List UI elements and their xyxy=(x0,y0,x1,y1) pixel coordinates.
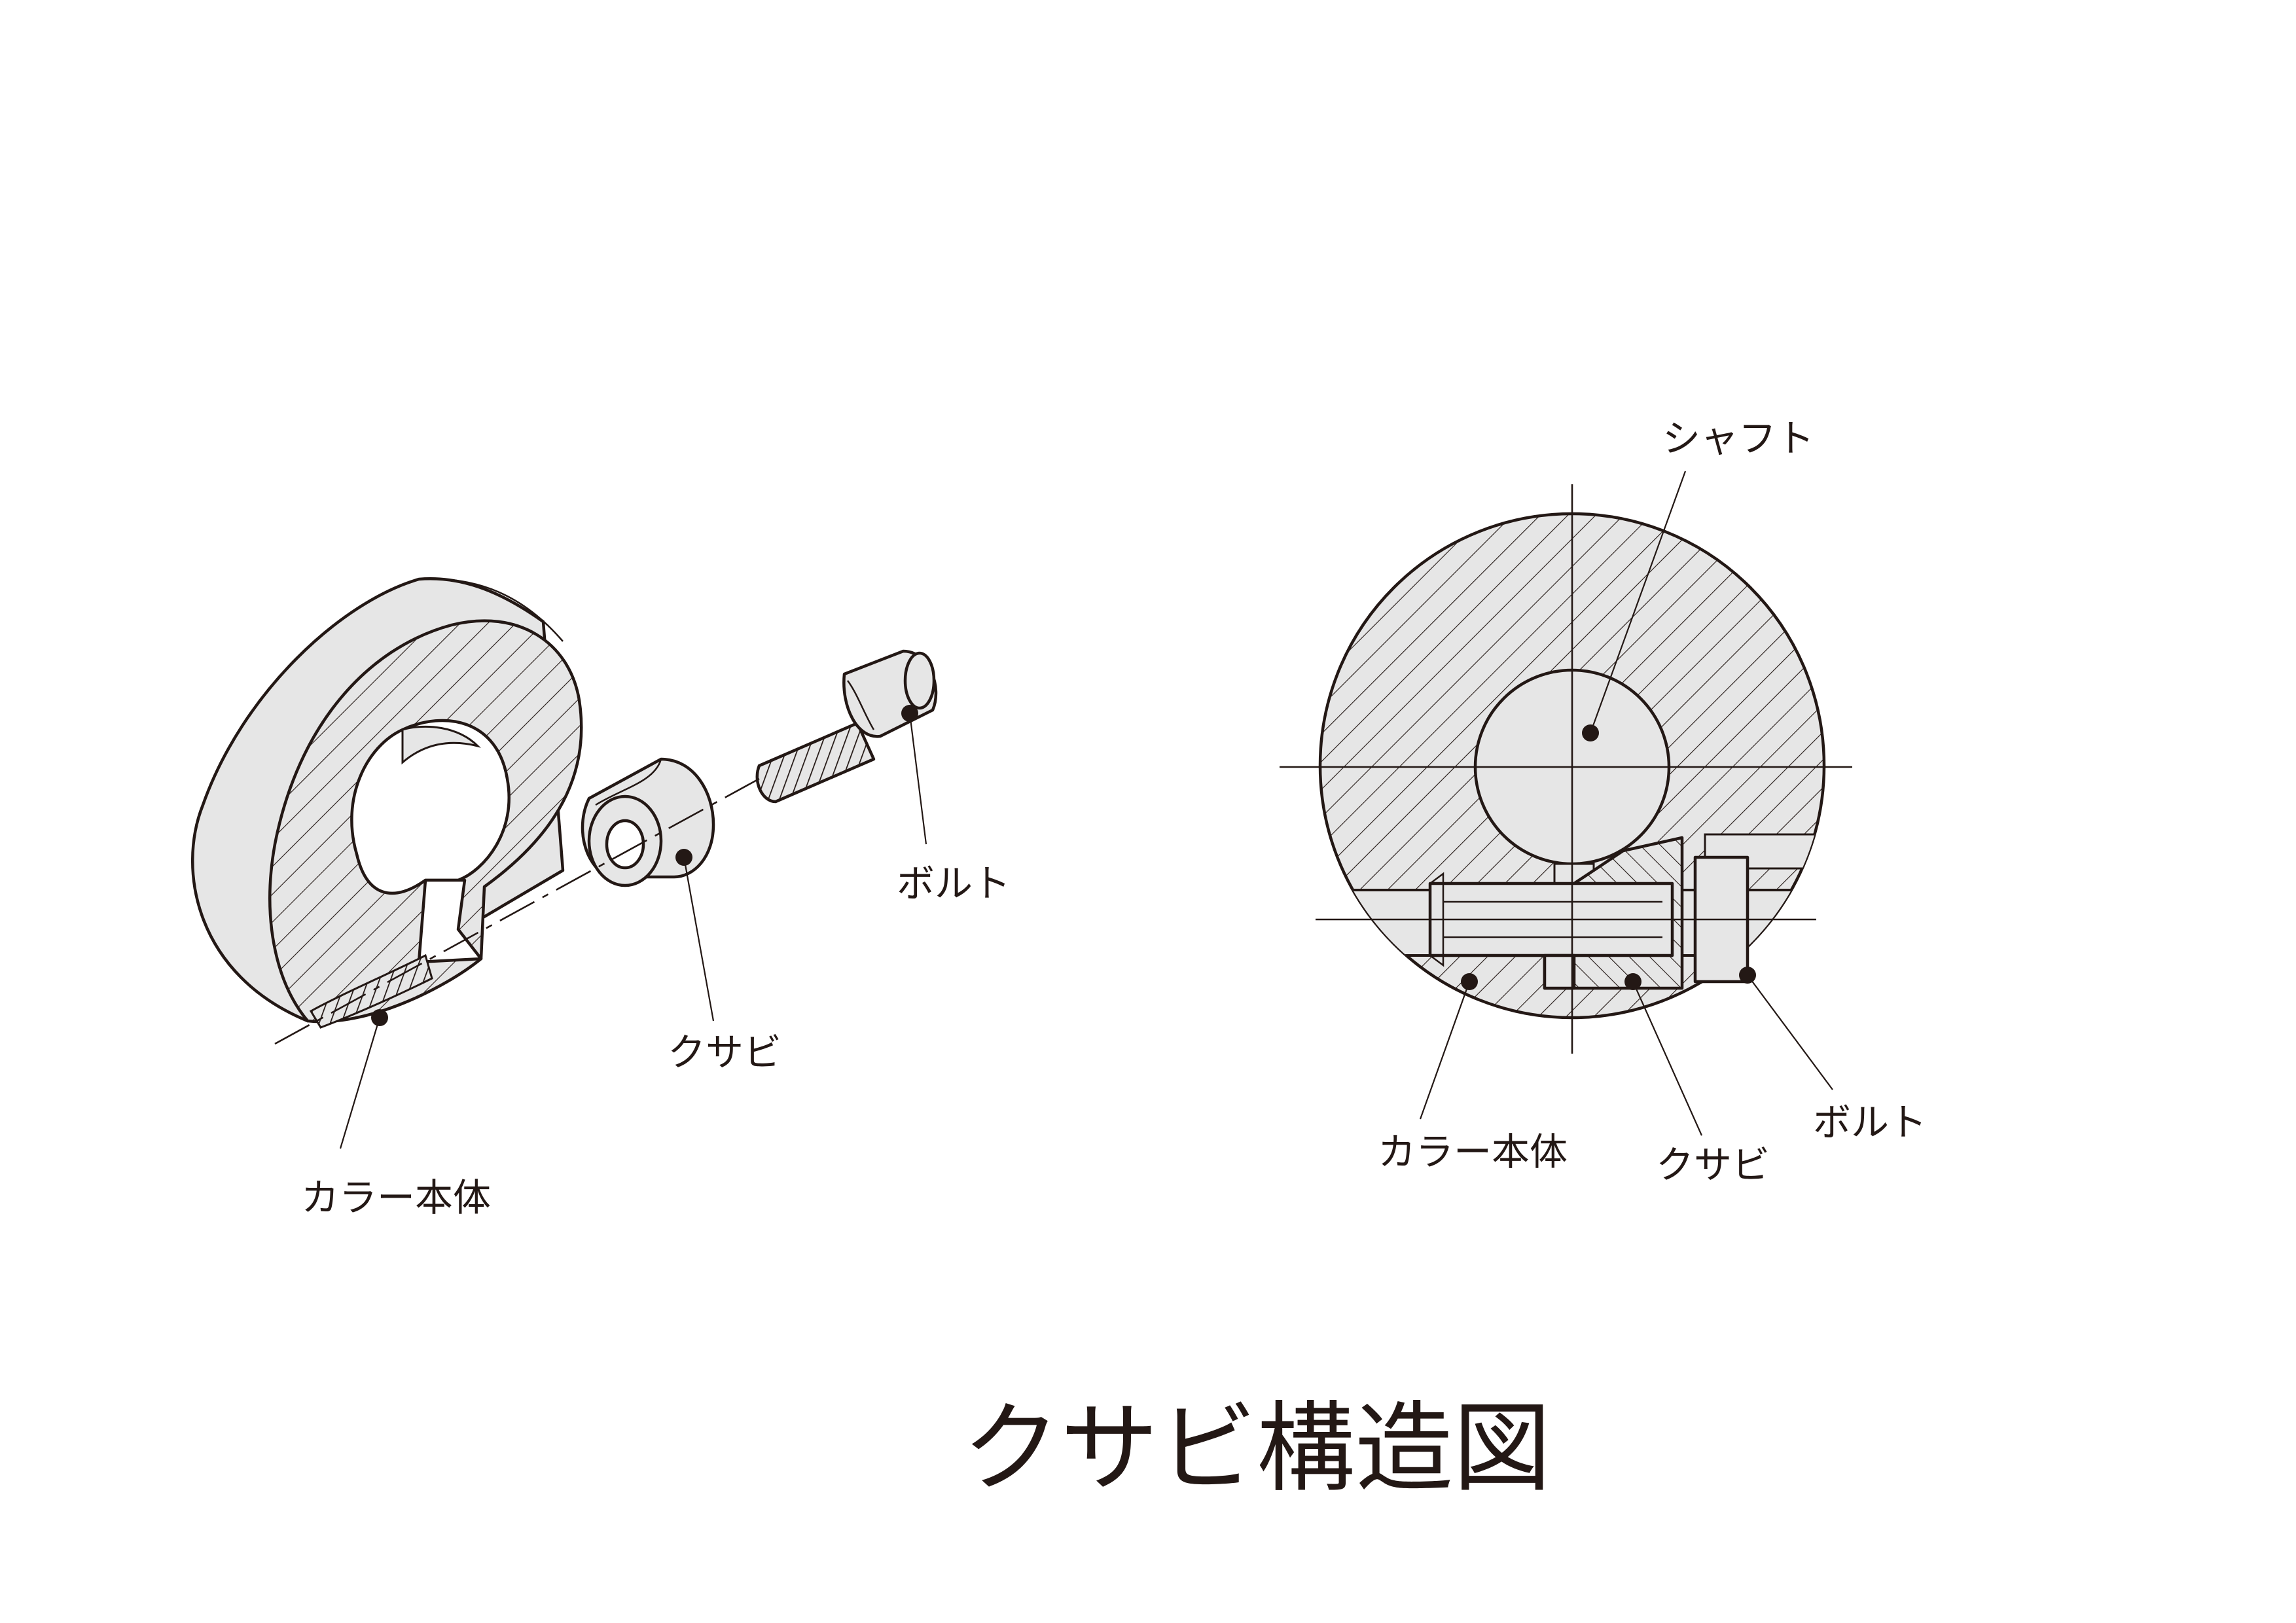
exploded-view: カラー本体 クサビ ボルト xyxy=(191,577,1011,1220)
section-view: シャフト カラー本体 クサビ ボルト xyxy=(1280,416,1927,1187)
leader-bolt-right xyxy=(1747,974,1833,1090)
dot-bolt-right xyxy=(1739,967,1756,984)
leader-shaft xyxy=(1589,471,1687,734)
dot-collar-right xyxy=(1461,973,1478,990)
label-wedge-left: クサビ xyxy=(668,1030,781,1075)
label-bolt-right: ボルト xyxy=(1813,1100,1927,1145)
wedge-3d xyxy=(581,757,715,887)
leader-bolt-left xyxy=(908,713,927,845)
leader-collar-left xyxy=(339,1017,381,1149)
bolt-3d xyxy=(755,649,938,804)
dot-shaft xyxy=(1582,724,1599,741)
dot-collar-left xyxy=(371,1009,388,1026)
collar-body-3d xyxy=(191,577,583,1029)
leader-collar-right xyxy=(1419,981,1471,1120)
assembly-axis xyxy=(274,777,760,1045)
diagram-title: クサビ構造図 xyxy=(962,1392,1551,1506)
leader-wedge-left xyxy=(683,857,715,1022)
label-collar-left: カラー本体 xyxy=(301,1175,491,1220)
dot-bolt-left xyxy=(901,705,918,722)
label-wedge-right: クサビ xyxy=(1656,1143,1770,1187)
label-bolt-left: ボルト xyxy=(897,861,1011,906)
dot-wedge-right xyxy=(1624,973,1641,990)
label-collar-right: カラー本体 xyxy=(1378,1130,1568,1174)
label-shaft: シャフト xyxy=(1662,416,1814,461)
dot-wedge-left xyxy=(675,849,692,866)
leader-wedge-right xyxy=(1632,981,1703,1136)
